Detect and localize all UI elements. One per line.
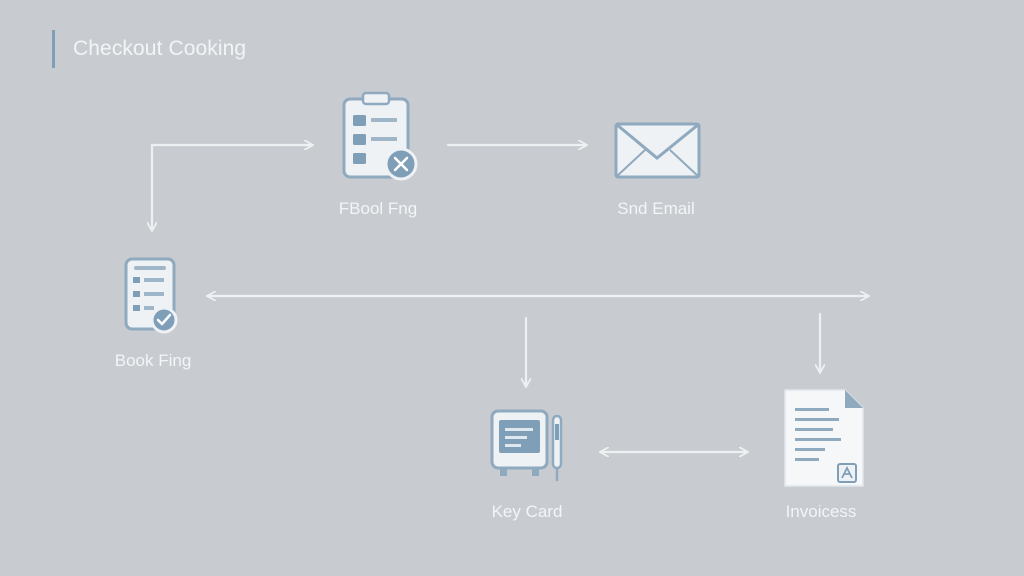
clipboard-check-icon (124, 257, 178, 334)
node-label-fbool: FBool Fng (338, 199, 418, 218)
node-label-book: Book Fing (114, 351, 192, 370)
node-label-invoice: Invoicess (785, 502, 857, 521)
diagram-title: Checkout Cooking (73, 37, 247, 60)
node-label-email: Snd Email (617, 199, 695, 218)
invoice-document-icon (784, 389, 864, 487)
node-label-keycard: Key Card (491, 502, 563, 521)
keycard-machine-icon (490, 409, 563, 482)
envelope-icon (614, 122, 701, 179)
diagram-title-bar: Checkout Cooking (52, 30, 246, 68)
clipboard-x-icon (342, 91, 418, 181)
